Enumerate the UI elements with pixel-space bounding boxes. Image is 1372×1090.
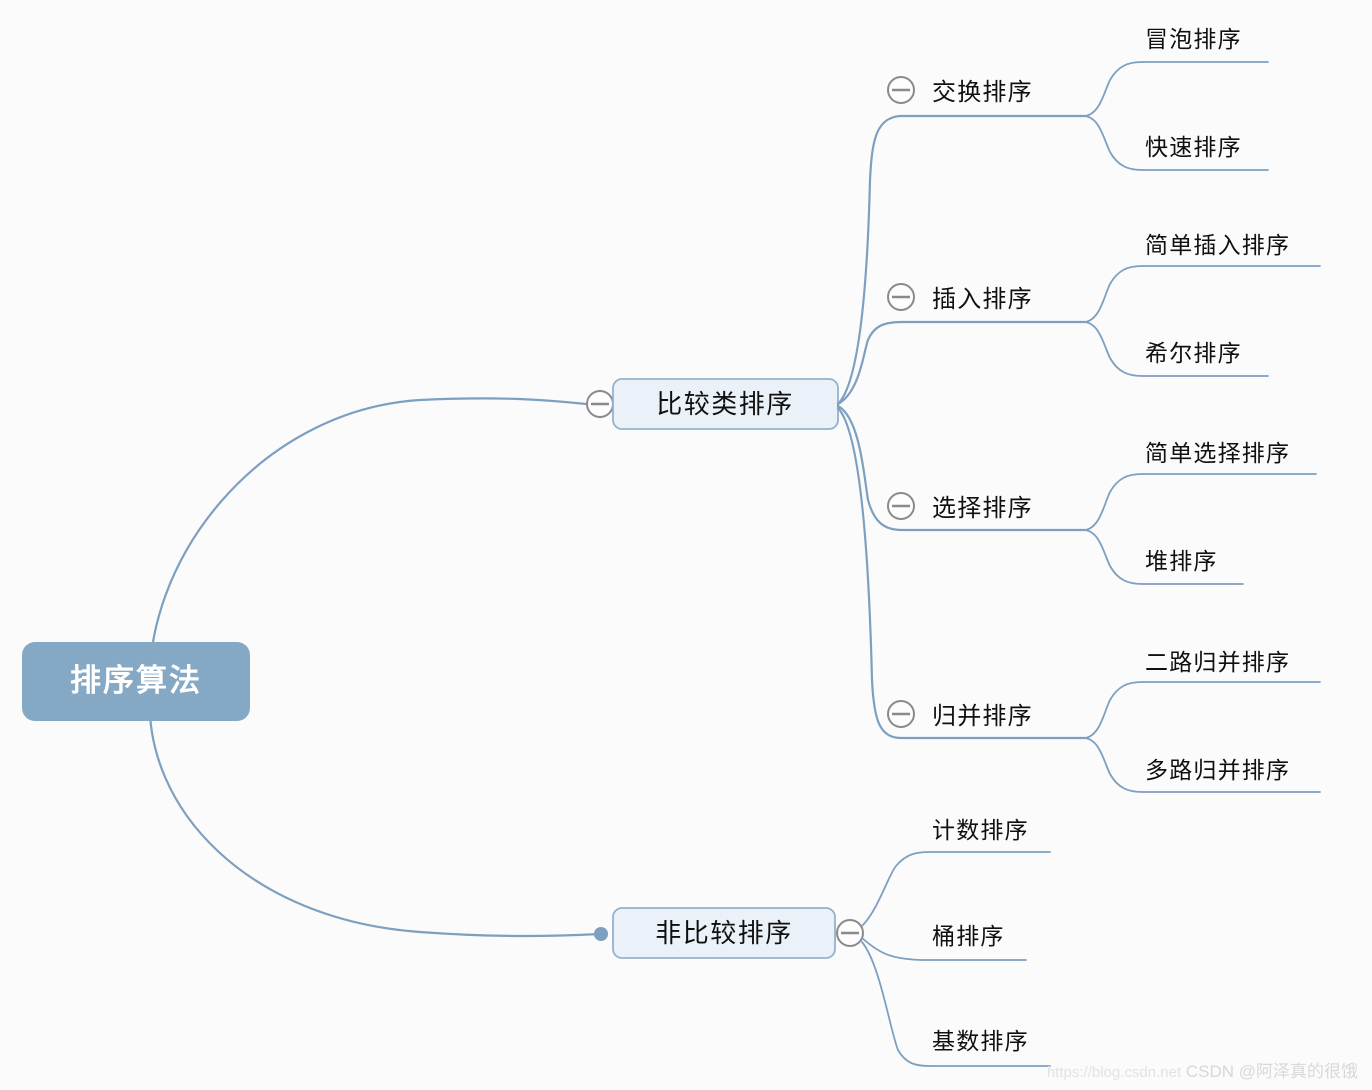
edge-insertion-to-simple-insertion (1084, 265, 1321, 323)
node-label-selection-sort: 选择排序 (932, 495, 1033, 522)
edge-noncomparison-to-radix (861, 941, 1051, 1067)
branch-node-noncomparison-sort[interactable]: 非比较排序 (612, 907, 836, 959)
edge-merge-to-multi-way-merge (1084, 737, 1321, 793)
leaf-label-radix-sort: 基数排序 (932, 1028, 1029, 1054)
edge-merge-to-two-way-merge (1084, 681, 1321, 739)
leaf-label-two-way-merge-sort: 二路归并排序 (1145, 649, 1290, 675)
root-node-box[interactable] (22, 642, 250, 721)
toggle-insertion-sort[interactable] (887, 283, 915, 311)
leaf-label-shell-sort: 希尔排序 (1145, 340, 1242, 366)
edge-root-to-comparison (148, 397, 588, 702)
leaf-label-bucket-sort: 桶排序 (932, 923, 1005, 949)
toggle-exchange-sort[interactable] (887, 76, 915, 104)
edge-comparison-to-exchange (836, 114, 1087, 406)
toggle-noncomparison-sort[interactable] (836, 919, 864, 947)
leaf-label-simple-insertion-sort: 简单插入排序 (1145, 232, 1290, 258)
node-label-merge-sort: 归并排序 (932, 703, 1033, 730)
edge-selection-to-simple-selection (1084, 473, 1317, 531)
leaf-label-quick-sort: 快速排序 (1145, 134, 1242, 160)
toggle-selection-sort[interactable] (887, 492, 915, 520)
root-node-label: 排序算法 (70, 663, 202, 698)
branch-node-comparison-sort-label: 比较类排序 (656, 389, 794, 419)
branch-node-comparison-sort[interactable]: 比较类排序 (612, 378, 839, 430)
edge-comparison-to-selection (836, 404, 1087, 532)
leaf-label-simple-selection-sort: 简单选择排序 (1145, 440, 1290, 466)
toggle-comparison-sort[interactable] (586, 390, 614, 418)
watermark-author: CSDN @阿泽真的很饿 (1185, 1062, 1358, 1081)
watermark-url: https://blog.csdn.net (1046, 1064, 1182, 1081)
edge-comparison-to-insertion (836, 320, 1087, 406)
leaf-label-multi-way-merge-sort: 多路归并排序 (1145, 757, 1290, 783)
node-label-exchange-sort: 交换排序 (932, 79, 1033, 106)
edge-noncomparison-to-bucket (861, 937, 1027, 961)
edge-selection-to-heap (1084, 529, 1244, 585)
connector-dot-noncomparison (594, 927, 608, 941)
toggle-merge-sort[interactable] (887, 700, 915, 728)
edge-comparison-to-merge (836, 406, 1087, 740)
edge-exchange-to-quick (1084, 115, 1269, 171)
leaf-label-counting-sort: 计数排序 (932, 817, 1029, 843)
branch-node-noncomparison-sort-box[interactable] (612, 907, 836, 959)
branch-node-noncomparison-sort-label: 非比较排序 (655, 918, 793, 948)
leaf-label-bubble-sort: 冒泡排序 (1145, 26, 1242, 52)
edge-noncomparison-to-counting (861, 851, 1051, 927)
edge-insertion-to-shell (1084, 321, 1269, 377)
edge-root-to-noncomparison (148, 688, 602, 938)
watermark: https://blog.csdn.net CSDN @阿泽真的很饿 (1047, 1057, 1358, 1082)
node-label-insertion-sort: 插入排序 (932, 286, 1033, 313)
edge-exchange-to-bubble (1084, 61, 1269, 117)
leaf-label-heap-sort: 堆排序 (1145, 548, 1218, 574)
root-node[interactable]: 排序算法 (22, 642, 250, 721)
